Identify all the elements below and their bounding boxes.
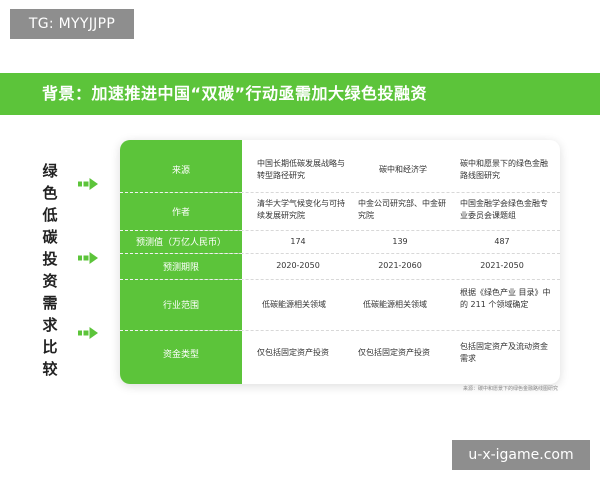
table-cell: 中国金融学会绿色金融专业委员会课题组 xyxy=(460,199,548,220)
table-cell: 139 xyxy=(392,237,408,246)
table-cell: 中金公司研究部、中金研究院 xyxy=(358,199,446,220)
table-cell: 低碳能源相关领域 xyxy=(363,300,427,309)
table-cell: 碳中和经济学 xyxy=(379,165,427,174)
table-cell: 487 xyxy=(494,237,510,246)
row-divider xyxy=(120,253,560,254)
table-cell: 2021-2050 xyxy=(480,261,524,270)
table-cell: 2020-2050 xyxy=(276,261,320,270)
side-title-char: 色 xyxy=(42,184,58,202)
side-title-char: 绿 xyxy=(42,162,58,180)
label-divider xyxy=(120,330,242,331)
row-label-industry-scope: 行业范围 xyxy=(162,301,199,311)
table-cell: 清华大学气候变化与可持续发展研究院 xyxy=(257,199,345,220)
row-label-fund-type: 资金类型 xyxy=(162,349,199,360)
table-cell: 碳中和愿景下的绿色金融路线图研究 xyxy=(460,159,548,180)
title-banner: 背景：加速推进中国“双碳”行动亟需加大绿色投融资 xyxy=(0,73,600,115)
table-cell: 仅包括固定资产投资 xyxy=(358,348,430,357)
row-label-author: 作者 xyxy=(171,207,190,218)
label-divider xyxy=(120,279,242,280)
side-title-char: 碳 xyxy=(42,228,58,246)
table-cell: 2021-2060 xyxy=(378,261,422,270)
table-cell: 仅包括固定资产投资 xyxy=(257,348,329,357)
site-watermark-badge: u-x-igame.com xyxy=(452,440,590,470)
label-divider xyxy=(120,253,242,254)
table-cell: 包括固定资产及流动资金需求 xyxy=(460,342,548,363)
row-divider xyxy=(120,192,560,193)
side-title-char: 比 xyxy=(42,338,58,356)
arrow-right-icon xyxy=(78,178,98,190)
side-title-char: 低 xyxy=(42,206,58,224)
row-divider xyxy=(120,279,560,280)
side-title-char: 需 xyxy=(42,294,58,312)
source-footnote: 来源：碳中和愿景下的绿色金融路线图研究 xyxy=(463,386,559,392)
row-label-forecast-value: 预测值（万亿人民币） xyxy=(135,238,226,248)
arrow-right-icon xyxy=(78,252,98,264)
label-divider xyxy=(120,192,242,193)
row-label-source: 来源 xyxy=(171,165,190,176)
banner-title: 背景：加速推进中国“双碳”行动亟需加大绿色投融资 xyxy=(42,84,428,103)
table-cell: 中国长期低碳发展战略与转型路径研究 xyxy=(257,159,345,180)
arrow-right-icon xyxy=(78,327,98,339)
side-title-char: 较 xyxy=(42,360,58,378)
tag-badge: TG: MYYJJPP xyxy=(10,9,134,39)
side-title-char: 资 xyxy=(42,272,58,290)
table-cell: 根据《绿色产业 目录》中的 211 个领域确定 xyxy=(460,288,551,309)
side-title-char: 投 xyxy=(42,250,58,268)
row-divider xyxy=(120,230,560,231)
row-label-forecast-period: 预测期限 xyxy=(162,262,199,273)
side-vertical-title: 绿 色 低 碳 投 资 需 求 比 较 xyxy=(40,160,60,380)
label-column xyxy=(120,140,242,384)
label-divider xyxy=(120,230,242,231)
row-divider xyxy=(120,330,560,331)
side-title-char: 求 xyxy=(42,316,58,334)
table-cell: 174 xyxy=(290,237,306,246)
table-cell: 低碳能源相关领域 xyxy=(262,300,326,309)
